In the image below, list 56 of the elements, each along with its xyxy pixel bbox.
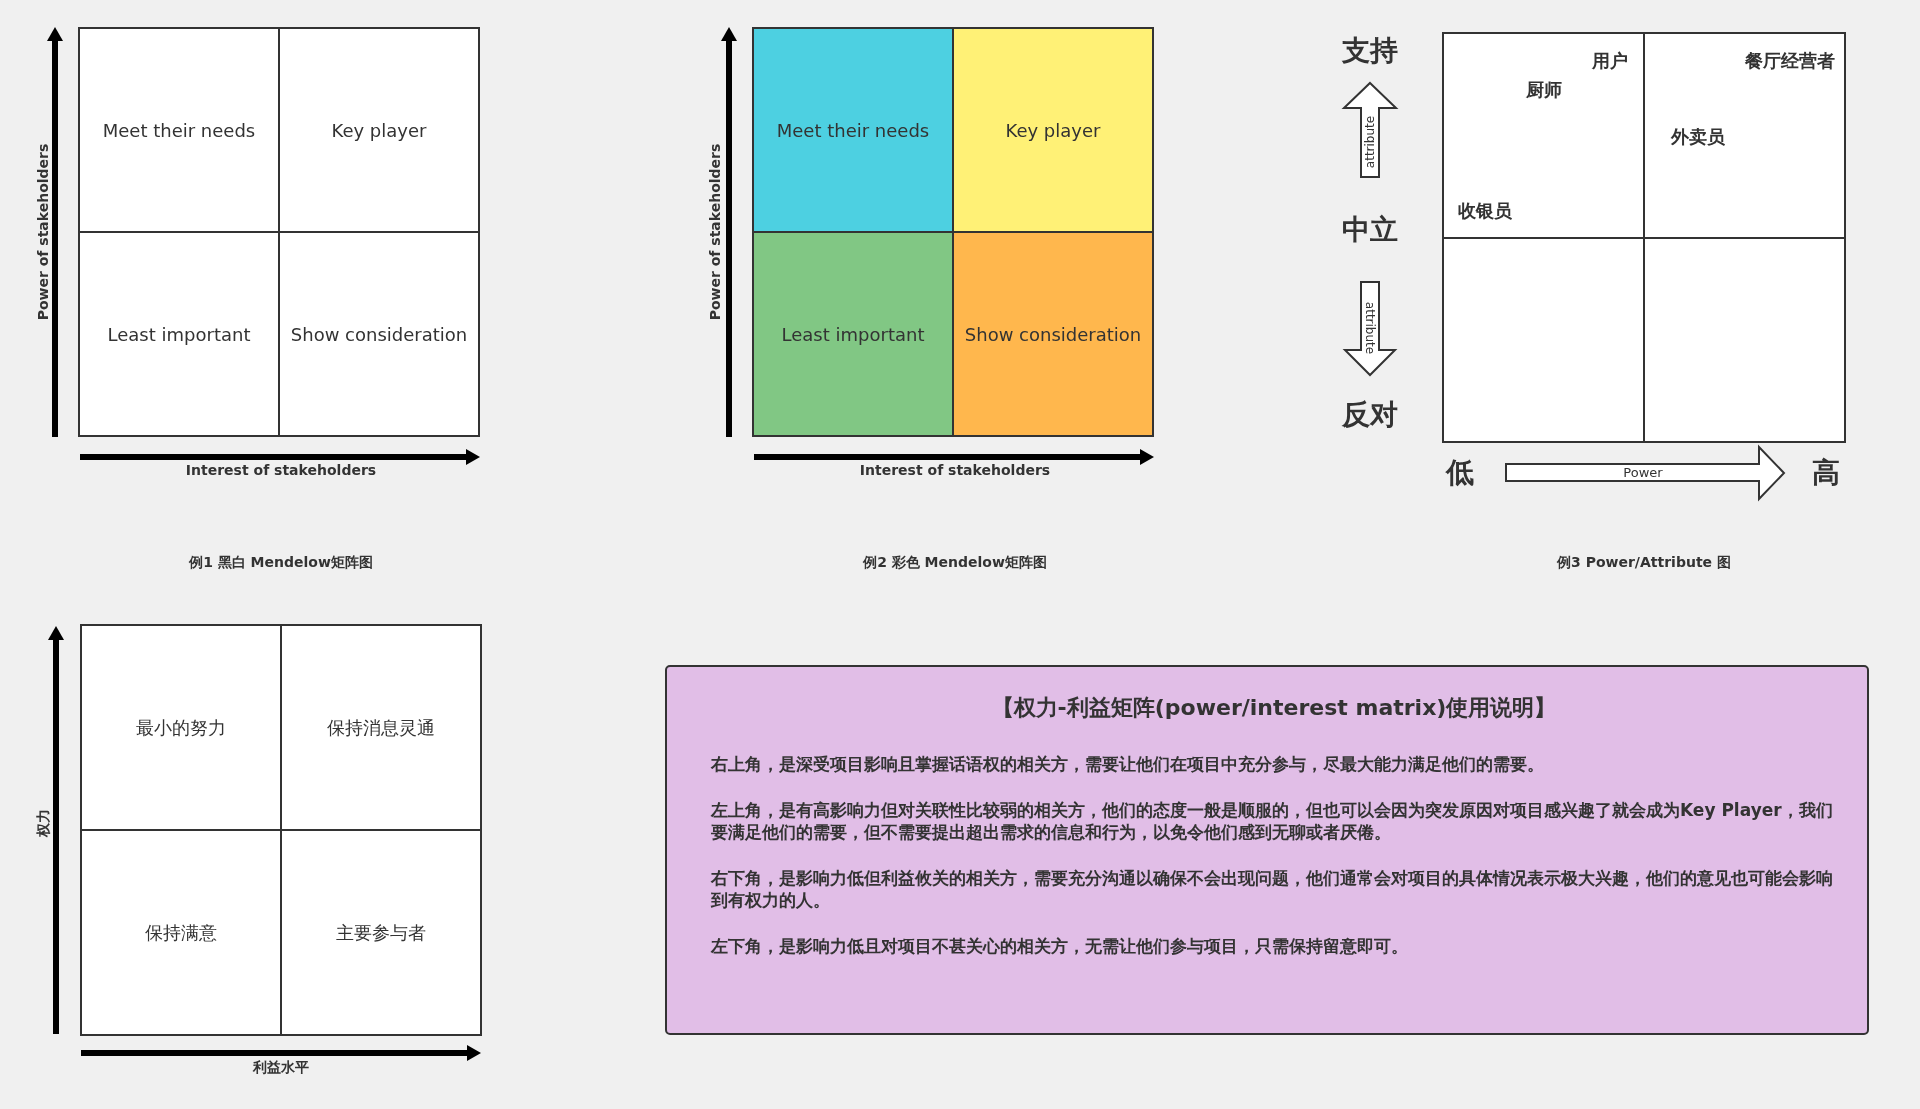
axis-label: Power of stakeholders	[35, 143, 51, 321]
quadrant-label: Key player	[1005, 119, 1101, 141]
stakeholder-label: 外卖员	[1671, 125, 1725, 149]
figure-caption: 例1 黑白 Mendelow矩阵图	[189, 554, 373, 572]
quadrant-label: 最小的努力	[136, 715, 226, 740]
stakeholder-label: 餐厅经营者	[1745, 49, 1835, 73]
quadrant-label: 保持消息灵通	[327, 715, 435, 740]
quadrant-cell	[752, 27, 954, 233]
axis-label: Power of stakeholders	[707, 143, 723, 321]
panel-title: 【权力-利益矩阵(power/interest matrix)使用说明】	[990, 694, 1558, 722]
quadrant-cell	[1643, 32, 1846, 239]
quadrant-cell	[78, 231, 280, 437]
paragraph: 左上角，是有高影响力但对关联性比较弱的相关方，他们的态度一般是顺服的，但也可以会因为突发原因对项目感兴趣了就会成为Key Player，我们要满足他们的需要，但不需要提出超出需求的信息和行为，以免令他们感到无聊或者厌倦。	[711, 799, 1834, 844]
quadrant-cell	[278, 27, 480, 233]
quadrant-cell	[1442, 32, 1645, 239]
figure-caption: 例3 Power/Attribute 图	[1557, 554, 1731, 572]
axis-label: 支持	[1342, 33, 1398, 69]
quadrant-label: Show consideration	[964, 323, 1142, 345]
quadrant-label: Show consideration	[290, 323, 468, 345]
paragraph: 左下角，是影响力低且对项目不甚关心的相关方，无需让他们参与项目，只需保持留意即可。	[711, 935, 1409, 958]
stakeholder-label: 用户	[1592, 49, 1628, 73]
axis-label: 中立	[1342, 212, 1398, 248]
arrow-label: attribute	[1363, 301, 1377, 355]
quadrant-cell	[1643, 237, 1846, 443]
quadrant-label: 保持满意	[145, 920, 217, 945]
quadrant-label: Key player	[331, 119, 427, 141]
quadrant-cell	[280, 624, 482, 831]
axis-label: 低	[1446, 455, 1474, 491]
paragraph: 右上角，是深受项目影响且掌握话语权的相关方，需要让他们在项目中充分参与，尽最大能力满足他们的需要。	[711, 753, 1545, 776]
figure-caption: 例2 彩色 Mendelow矩阵图	[863, 554, 1047, 572]
quadrant-label: 主要参与者	[336, 920, 426, 945]
stakeholder-label: 收银员	[1458, 199, 1512, 223]
quadrant-label: Least important	[107, 323, 251, 345]
axis-label: 权力	[35, 809, 52, 837]
quadrant-cell	[278, 231, 480, 437]
paragraph: 右下角，是影响力低但利益攸关的相关方，需要充分沟通以确保不会出现问题，他们通常会对项目的具体情况表示极大兴趣，他们的意见也可能会影响到有权力的人。	[711, 867, 1834, 912]
arrow-label: attribute	[1363, 115, 1377, 169]
axis-label: Interest of stakeholders	[859, 462, 1051, 478]
quadrant-label: Meet their needs	[102, 119, 256, 141]
axis-label: 反对	[1342, 397, 1398, 433]
axis-label: 利益水平	[253, 1059, 309, 1077]
note-panel	[665, 665, 1869, 1035]
quadrant-cell	[952, 27, 1154, 233]
axis-label: Interest of stakeholders	[185, 462, 377, 478]
quadrant-cell	[78, 27, 280, 233]
quadrant-label: Meet their needs	[776, 119, 930, 141]
axis-label: 高	[1812, 455, 1840, 491]
arrow-label: Power	[1623, 464, 1663, 480]
quadrant-cell	[952, 231, 1154, 437]
quadrant-cell	[1442, 237, 1645, 443]
quadrant-label: Least important	[781, 323, 925, 345]
quadrant-cell	[280, 829, 482, 1036]
quadrant-cell	[752, 231, 954, 437]
quadrant-cell	[80, 829, 282, 1036]
stakeholder-label: 厨师	[1526, 78, 1562, 102]
quadrant-cell	[80, 624, 282, 831]
